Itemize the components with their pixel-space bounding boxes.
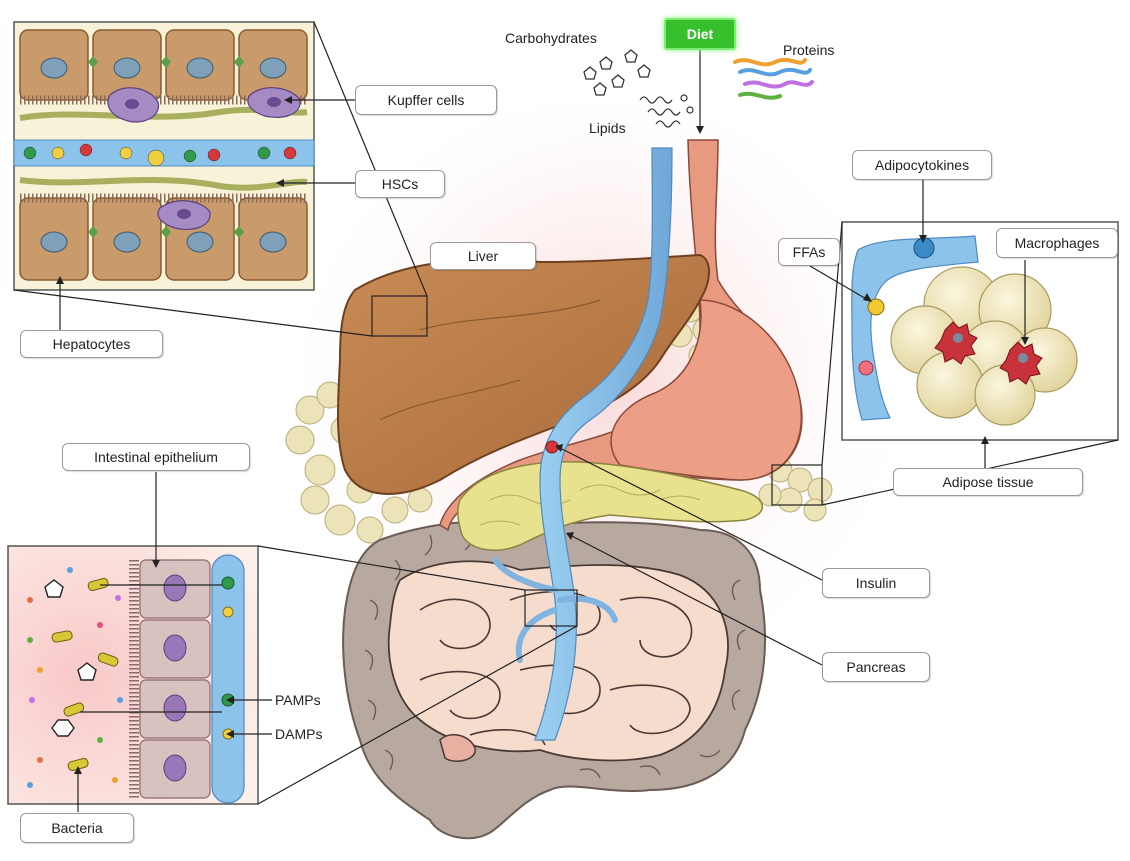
hscs-label: HSCs: [355, 170, 445, 198]
adipocytokines-label: Adipocytokines: [852, 150, 992, 180]
liver-label: Liver: [430, 242, 536, 270]
macrophages-label: Macrophages: [996, 228, 1118, 258]
diet-label: Diet: [664, 18, 736, 50]
pamps-label: PAMPs: [275, 692, 321, 708]
liver-inset: [14, 22, 314, 290]
pancreas-label: Pancreas: [822, 652, 930, 682]
damps-label: DAMPs: [275, 726, 322, 742]
intestinal-epithelium-label: Intestinal epithelium: [62, 443, 250, 471]
bacteria-label: Bacteria: [20, 813, 134, 843]
carbohydrate-molecules: [584, 50, 650, 95]
carbohydrates-label: Carbohydrates: [505, 30, 597, 46]
ffas-label: FFAs: [778, 238, 840, 266]
hepatocytes-label: Hepatocytes: [20, 330, 163, 358]
lipids-label: Lipids: [589, 120, 626, 136]
insulin-label: Insulin: [822, 568, 930, 598]
kupffer-cells-label: Kupffer cells: [355, 85, 497, 115]
proteins-label: Proteins: [783, 42, 834, 58]
adipose-tissue-label: Adipose tissue: [893, 468, 1083, 496]
protein-chains: [735, 60, 812, 98]
